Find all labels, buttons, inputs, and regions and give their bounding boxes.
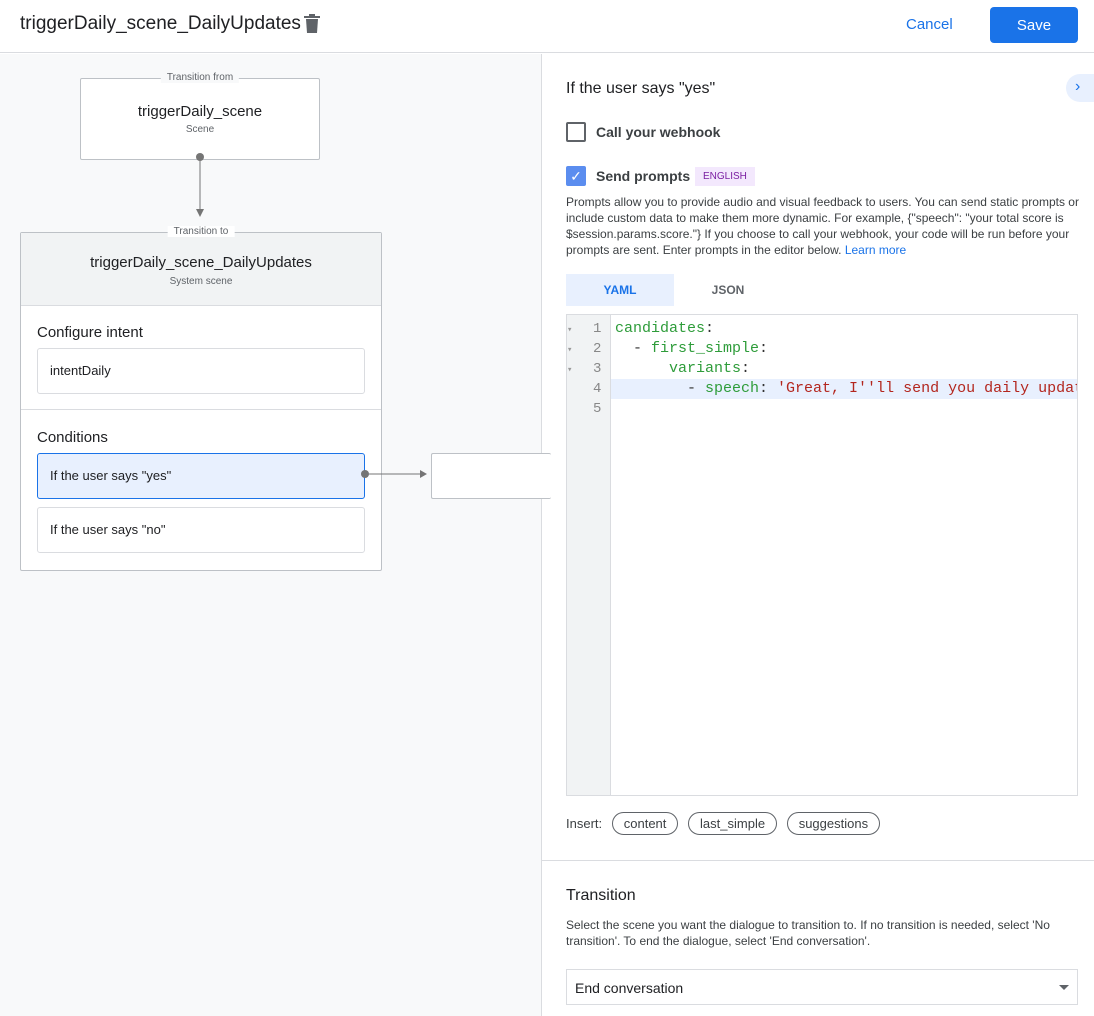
condition-connector	[361, 470, 427, 478]
cancel-button[interactable]: Cancel	[906, 16, 953, 33]
transition-from-label: Transition from	[160, 72, 240, 83]
header: triggerDaily_scene_DailyUpdates Cancel S…	[0, 0, 1094, 53]
insert-content-chip[interactable]: content	[611, 812, 679, 835]
from-scene-type: Scene	[185, 124, 215, 135]
webhook-checkbox[interactable]	[566, 122, 586, 142]
tab-json[interactable]: JSON	[711, 283, 745, 297]
chevron-right-icon[interactable]: ›	[1066, 74, 1094, 102]
condition-yes[interactable]: If the user says "yes"	[37, 453, 365, 499]
page-title: triggerDaily_scene_DailyUpdates	[20, 13, 301, 34]
transition-heading: Transition	[566, 887, 636, 904]
to-scene-type: System scene	[169, 276, 233, 287]
flow-canvas: Transition from triggerDaily_scene Scene…	[0, 54, 551, 1016]
prompts-description: Prompts allow you to provide audio and v…	[566, 195, 1079, 257]
trash-icon[interactable]	[304, 14, 320, 34]
intent-item[interactable]: intentDaily	[37, 348, 365, 394]
insert-last-simple-chip[interactable]: last_simple	[688, 812, 778, 835]
panel-title: If the user says "yes"	[566, 80, 716, 97]
insert-row: Insert: content last_simple suggestions	[566, 812, 881, 835]
code-content: candidates: - first_simple: variants: - …	[615, 320, 1078, 397]
to-scene-name: triggerDaily_scene_DailyUpdates	[90, 254, 312, 271]
target-node[interactable]	[431, 453, 551, 499]
transition-to-node: Transition to triggerDaily_scene_DailyUp…	[20, 226, 382, 571]
send-prompts-checkbox[interactable]: ✓	[566, 166, 586, 186]
condition-panel: › If the user says "yes" Call your webho…	[542, 54, 1094, 1016]
transition-from-node[interactable]: Transition from triggerDaily_scene Scene	[80, 72, 320, 160]
dropdown-arrow-icon	[1059, 985, 1069, 995]
condition-no[interactable]: If the user says "no"	[37, 507, 365, 553]
code-editor[interactable]: ▾ ▾ ▾ 1 2 3 4 5 candidates: - first_simp…	[566, 314, 1078, 796]
learn-more-link[interactable]: Learn more	[844, 243, 907, 257]
webhook-label: Call your webhook	[596, 124, 721, 140]
save-button[interactable]: Save	[990, 7, 1078, 43]
send-prompts-label: Send prompts	[596, 168, 691, 184]
insert-suggestions-chip[interactable]: suggestions	[786, 812, 881, 835]
language-badge: ENGLISH	[695, 167, 755, 186]
transition-description: Select the scene you want the dialogue t…	[566, 918, 1050, 948]
configure-intent-heading: Configure intent	[37, 324, 143, 341]
tab-yaml[interactable]: YAML	[566, 274, 674, 306]
from-scene-name: triggerDaily_scene	[137, 103, 263, 120]
transition-to-label: Transition to	[167, 226, 235, 237]
conditions-heading: Conditions	[37, 429, 108, 446]
transition-select[interactable]: End conversation	[566, 969, 1078, 1005]
connector-arrow	[196, 153, 204, 217]
